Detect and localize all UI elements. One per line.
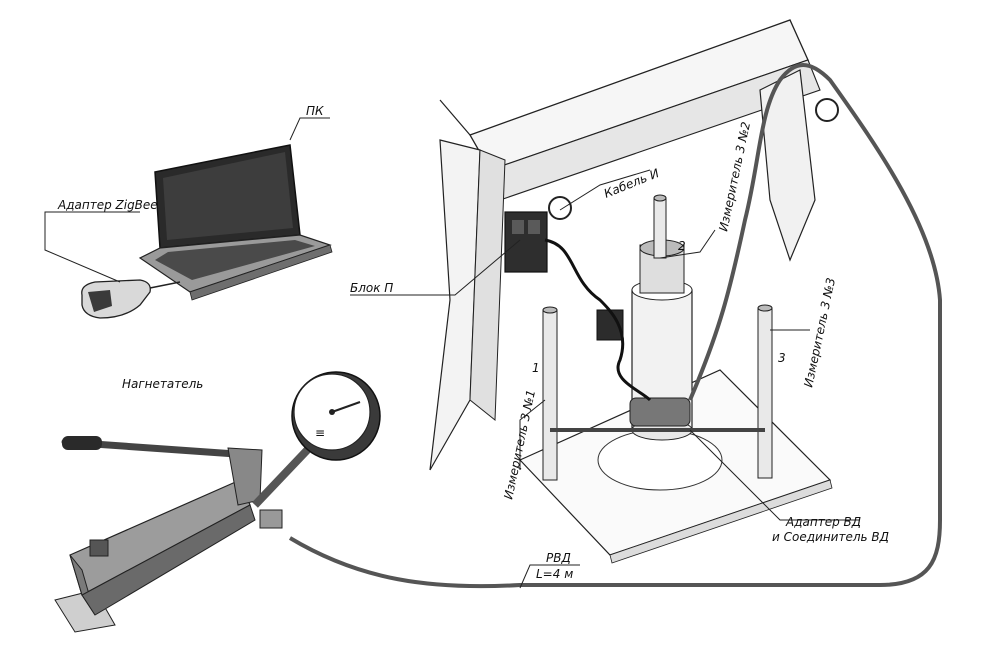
meter-number-1: 1 xyxy=(532,361,540,375)
cable-i xyxy=(544,238,652,402)
label-hose-length: L=4 м xyxy=(536,567,573,581)
meter-rod-2 xyxy=(653,194,667,259)
base-plate xyxy=(518,369,833,564)
hose-rvd xyxy=(288,63,942,589)
lifting-eye-left xyxy=(548,196,572,220)
lifting-eye-right xyxy=(815,98,839,122)
label-block-p: Блок П xyxy=(350,281,393,295)
laptop xyxy=(138,144,333,301)
label-adapter-vd: Адаптер ВД xyxy=(785,515,861,529)
label-zigbee-adapter: Адаптер ZigBee xyxy=(57,198,158,212)
block-p xyxy=(504,211,548,273)
meter-number-2: 2 xyxy=(678,239,686,253)
label-meter-1: Измеритель 3 №1 xyxy=(501,388,538,500)
label-cable-i: Кабель И xyxy=(602,166,661,201)
leader-lines xyxy=(44,117,860,589)
label-hose: РВД xyxy=(546,551,571,565)
label-pc: ПК xyxy=(306,104,324,118)
pressure-gauge: ≡ xyxy=(291,371,381,461)
svg-text:≡: ≡ xyxy=(315,426,325,440)
label-connector-vd: и Соединитель ВД xyxy=(772,530,889,544)
zigbee-adapter xyxy=(81,279,181,319)
hand-pump xyxy=(54,436,315,633)
label-meter-3: Измеритель 3 №3 xyxy=(801,276,838,388)
test-frame xyxy=(429,19,821,471)
label-pump: Нагнетатель xyxy=(122,377,203,391)
adapter-vd xyxy=(629,397,691,427)
meter-rod-1 xyxy=(542,306,558,481)
meter-rod-3 xyxy=(757,304,773,479)
meter-number-3: 3 xyxy=(778,351,786,365)
